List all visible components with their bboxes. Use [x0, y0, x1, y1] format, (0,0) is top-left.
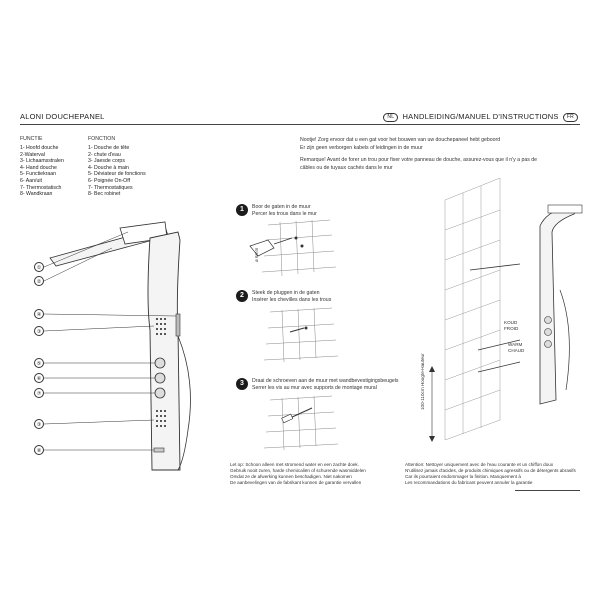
note-text: Zorg ervoor dat u een gat voor het bouwe… — [317, 137, 501, 143]
label-cold-fr: FROID — [504, 326, 519, 331]
parts-title-fr: FONCTION — [88, 136, 116, 142]
parts-list-nl: 1- Hoofd douche 2-Waterval 3- Lichaamsst… — [20, 145, 64, 198]
part-item: 6- Poignée On-Off — [88, 177, 131, 184]
height-label: 100-110cm Hoogte-Hauteur — [420, 353, 426, 410]
note-fr-line2: câbles ou de tuyaux cachés dans le mur — [300, 165, 393, 171]
footer-fr-line: Les recommandations du fabricant peuvent… — [405, 480, 533, 485]
height-value: 100-110cm — [420, 387, 425, 410]
footer-nl-line: Gebruik nooit zuren, harde chemicaliën o… — [230, 468, 366, 473]
manual-header: NL HANDLEIDING/MANUEL D'INSTRUCTIONS FR — [381, 112, 580, 122]
callout-marker: ⑥ — [34, 373, 44, 383]
callout-marker: ⑤ — [34, 358, 44, 368]
step-number: 2 — [236, 290, 248, 302]
part-item: 5- Functiekraan — [20, 171, 57, 178]
part-item: 4- Douche à main — [88, 164, 129, 171]
height-caption: Hoogte-Hauteur — [420, 353, 425, 387]
footer-rule — [515, 490, 580, 491]
part-item: 1- Douche de tête — [88, 145, 130, 151]
note-label: Nootje! — [300, 137, 317, 143]
callout-marker: ③ — [34, 326, 44, 336]
part-item: 2-Waterval — [20, 151, 45, 158]
part-item: 2- chute d'eau — [88, 151, 121, 158]
parts-title-nl: FUNCTIE — [20, 136, 43, 142]
callout-marker: ④ — [34, 309, 44, 319]
footer-nl-line: Omdat ze de afwerking kunnen beschadigen… — [230, 474, 352, 479]
callout-marker: ⑧ — [34, 445, 44, 455]
step-2-fr: Insérer les chevilles dans les trous — [252, 297, 332, 303]
footer-nl-line: De aanbevelingen van de fabrikant kunnen… — [230, 480, 362, 485]
part-item: 7- Thermostatisch — [20, 184, 62, 191]
part-item: 8- Bec robinet — [88, 191, 121, 198]
step-3-fr: Serrer les vis au mur avec supports de m… — [252, 385, 377, 391]
label-warm-nl: WARM — [508, 342, 523, 347]
step-number: 3 — [236, 378, 248, 390]
part-item: 4- Hand douche — [20, 164, 57, 171]
step-1-nl: Boor de gaten in de muur — [252, 204, 311, 210]
part-item: 7- Thermostatiques — [88, 184, 133, 191]
callout-marker: ② — [34, 276, 44, 286]
language-badge-fr: FR — [562, 112, 578, 122]
part-item: 1- Hoofd douche — [20, 145, 59, 151]
note-fr-line1: Remarque! Avant de forer un trou pour fi… — [300, 157, 538, 163]
step-1-fr: Percer les trous dans le mur — [252, 211, 317, 217]
parts-list-fr: 1- Douche de tête 2- chute d'eau 3- Jaes… — [88, 145, 146, 198]
footer-fr: Attention: Nettoyer uniquement avec de l… — [405, 462, 576, 486]
language-badge-nl: NL — [383, 112, 399, 122]
note-nl-line2: Er zijn geen verborgen kabels of leiding… — [300, 145, 423, 151]
footer-nl: Let op: Schoon alleen met stromend water… — [230, 462, 366, 486]
manual-title: HANDLEIDING/MANUEL D'INSTRUCTIONS — [402, 112, 559, 121]
part-item: 5- Déviateur de fonctions — [88, 171, 146, 178]
footer-fr-line: Car ils pourraient endommager la finitio… — [405, 474, 521, 479]
footer-nl-line: Let op: Schoon alleen met stromend water… — [230, 462, 359, 467]
label-warm-fr: CHAUD — [508, 348, 525, 353]
step-number: 1 — [236, 204, 248, 216]
header-rule — [20, 124, 580, 125]
footer-fr-line: N'utilisez jamais d'acides, de produits … — [405, 468, 576, 473]
callout-marker: ③ — [34, 419, 44, 429]
step-3-nl: Draai de schroeven aan de muur met wandb… — [252, 378, 399, 384]
note-nl-line1: Nootje! Zorg ervoor dat u een gat voor h… — [300, 137, 500, 144]
part-item: 3- Jaesde corps — [88, 158, 125, 165]
label-cold-nl: KOUD — [504, 320, 518, 325]
footer-fr-line: Attention: Nettoyer uniquement avec de l… — [405, 462, 554, 467]
part-item: 3- Lichaamsstralen — [20, 158, 64, 165]
doc-title: ALONI DOUCHEPANEL — [20, 112, 105, 121]
step-2-nl: Steek de pluggen in de gaten — [252, 290, 320, 296]
part-item: 6- Aan/uit — [20, 177, 42, 184]
callout-marker: ① — [34, 262, 44, 272]
callout-marker: ⑦ — [34, 388, 44, 398]
part-item: 8- Wandkraan — [20, 191, 53, 198]
